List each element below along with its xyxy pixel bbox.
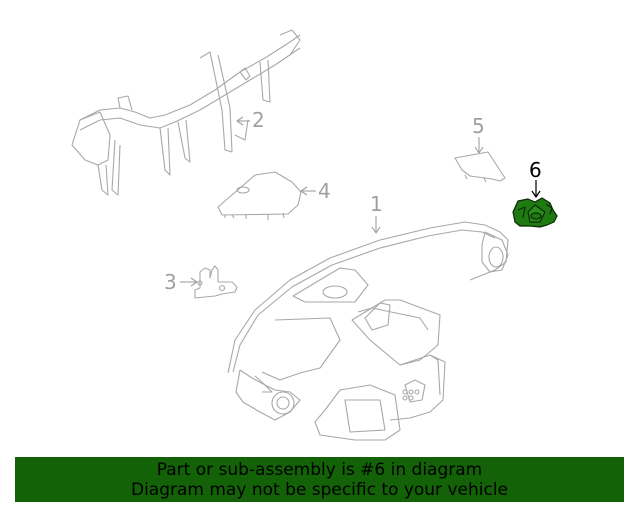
part-info-banner: Part or sub-assembly is #6 in diagram Di… bbox=[15, 457, 624, 502]
trim-cover-part bbox=[454, 151, 506, 183]
callout-5: 5 bbox=[472, 114, 485, 138]
bracket-part bbox=[194, 265, 238, 299]
callout-2: 2 bbox=[252, 108, 265, 132]
instrument-panel-part bbox=[227, 221, 509, 441]
highlighted-part-6[interactable] bbox=[512, 180, 558, 228]
callout-3: 3 bbox=[164, 270, 177, 294]
banner-line-disclaimer: Diagram may not be specific to your vehi… bbox=[130, 480, 508, 500]
callout-6[interactable]: 6 bbox=[529, 158, 542, 182]
cross-car-beam-part bbox=[71, 29, 301, 196]
banner-line-part-number: Part or sub-assembly is #6 in diagram bbox=[156, 460, 483, 480]
callout-1: 1 bbox=[370, 192, 383, 216]
parts-diagram bbox=[71, 29, 558, 441]
callout-4: 4 bbox=[318, 179, 331, 203]
end-cover-part bbox=[217, 171, 302, 220]
